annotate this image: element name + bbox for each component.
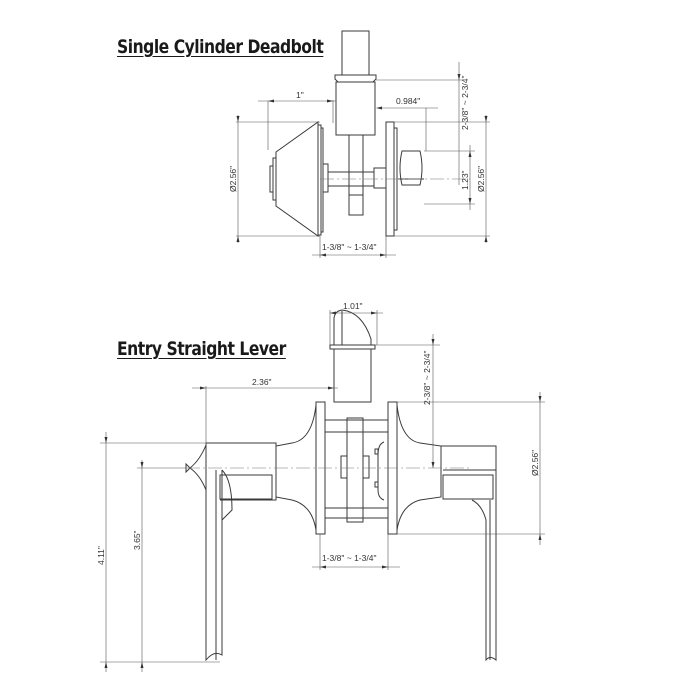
deadbolt-exterior-cone bbox=[275, 121, 319, 237]
dim-lever-door-thickness: 1-3/8" ~ 1-3/4" bbox=[322, 553, 376, 563]
dim-deadbolt-1in: 1" bbox=[296, 90, 304, 100]
dim-deadbolt-interior-diameter: Ø2.56" bbox=[476, 166, 486, 192]
dim-lever-latch-width: 1.01" bbox=[343, 301, 363, 311]
lever-drawing: 1.01" 2.36" 2-3/8" ~ 2-3/4" Ø2.56" 4.11" bbox=[96, 301, 545, 672]
dim-deadbolt-thumbturn: 1.23" bbox=[460, 170, 470, 190]
dim-deadbolt-door-thickness: 1-3/8" ~ 1-3/4" bbox=[322, 242, 376, 252]
deadbolt-bolt bbox=[341, 30, 370, 76]
dim-lever-overall-height: 4.11" bbox=[96, 546, 106, 565]
lever-rose-tip bbox=[189, 444, 207, 491]
dim-deadbolt-exterior-diameter: Ø2.56" bbox=[228, 166, 238, 192]
dim-lever-backset: 2-3/8" ~ 2-3/4" bbox=[422, 351, 432, 405]
lever-latch-housing bbox=[333, 348, 372, 403]
deadbolt-drawing: 1" 0.984" 2-3/8" ~ 2-3/4" Ø2.56" Ø2.56" … bbox=[228, 30, 490, 258]
dim-lever-rose-diameter: Ø2.56" bbox=[530, 450, 540, 476]
deadbolt-title: Single Cylinder Deadbolt bbox=[117, 36, 324, 58]
deadbolt-thumbturn bbox=[399, 150, 423, 186]
deadbolt-faceplate bbox=[334, 74, 377, 83]
dim-deadbolt-backset: 2-3/8" ~ 2-3/4" bbox=[460, 76, 470, 130]
deadbolt-latch-housing bbox=[335, 81, 376, 136]
lever-latch-bolt bbox=[333, 309, 372, 345]
dim-lever-projection: 2.36" bbox=[252, 377, 272, 387]
dim-lever-length: 3.65" bbox=[132, 530, 142, 550]
dim-deadbolt-latch-offset: 0.984" bbox=[396, 96, 420, 106]
lever-title: Entry Straight Lever bbox=[117, 338, 286, 360]
